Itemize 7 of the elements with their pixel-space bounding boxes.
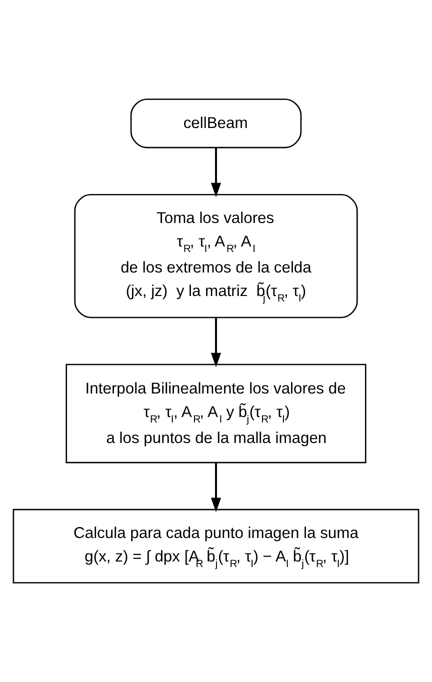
node-box: Calcula para cada punto imagen la suma g(x, z) = ∫ dpx [A$_{R}$ b̃$_{j}$(τ$_{R}$, τ$_{I}$) − A$_{I}$ b̃$_{j}$(τ$_{R}$, τ$_{I}$)] [12, 508, 420, 584]
node-box: cellBeam [130, 98, 302, 148]
arrow [210, 148, 222, 198]
arrow [210, 462, 222, 512]
arrow [210, 318, 222, 368]
node-box: Toma los valores τ$_{R}$, τ$_{I}$, A$_{R}$, A$_{I}$ de los extremos de la celda (jx, jz) y la matriz b̃$_{j}$(τ$_{R}$, τ$_{I}$) [74, 194, 358, 318]
node-box: Interpola Bilinealmente los valores de τ$_{R}$, τ$_{I}$, A$_{R}$, A$_{I}$ y b̃$_{j}$(τ$_{R}$, τ$_{I}$) a los puntos de la malla imagen [66, 364, 366, 464]
